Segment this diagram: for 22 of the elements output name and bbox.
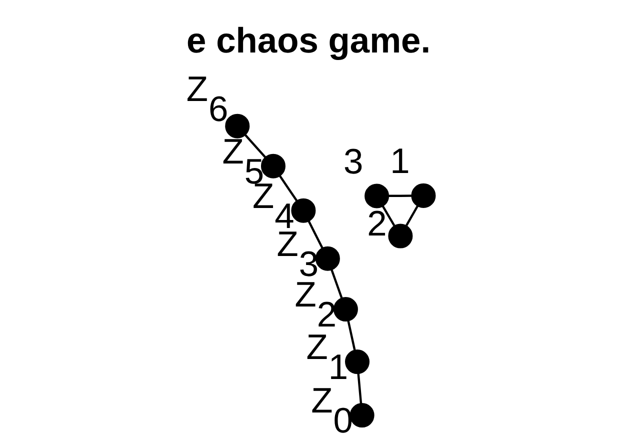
connector bbox=[347, 320, 356, 351]
node-circle bbox=[260, 154, 286, 178]
connector bbox=[330, 268, 343, 299]
connector bbox=[382, 206, 396, 226]
node-circle bbox=[411, 183, 436, 208]
node-circle bbox=[388, 224, 413, 248]
node-label: 2 bbox=[367, 204, 387, 244]
connector bbox=[278, 174, 298, 202]
node-circle bbox=[315, 246, 340, 271]
node-circle bbox=[345, 350, 370, 374]
connector bbox=[357, 373, 362, 404]
node-circle bbox=[333, 297, 358, 322]
node-circle bbox=[350, 403, 374, 428]
node-circle bbox=[364, 184, 390, 208]
connector bbox=[308, 220, 324, 249]
connector bbox=[388, 194, 412, 198]
connector bbox=[244, 134, 266, 158]
node-circle bbox=[225, 114, 250, 138]
node-label: 3 bbox=[344, 141, 364, 182]
node-label: 1 bbox=[390, 141, 410, 182]
connector bbox=[406, 205, 419, 226]
diagram-title: e chaos game. bbox=[186, 20, 431, 61]
